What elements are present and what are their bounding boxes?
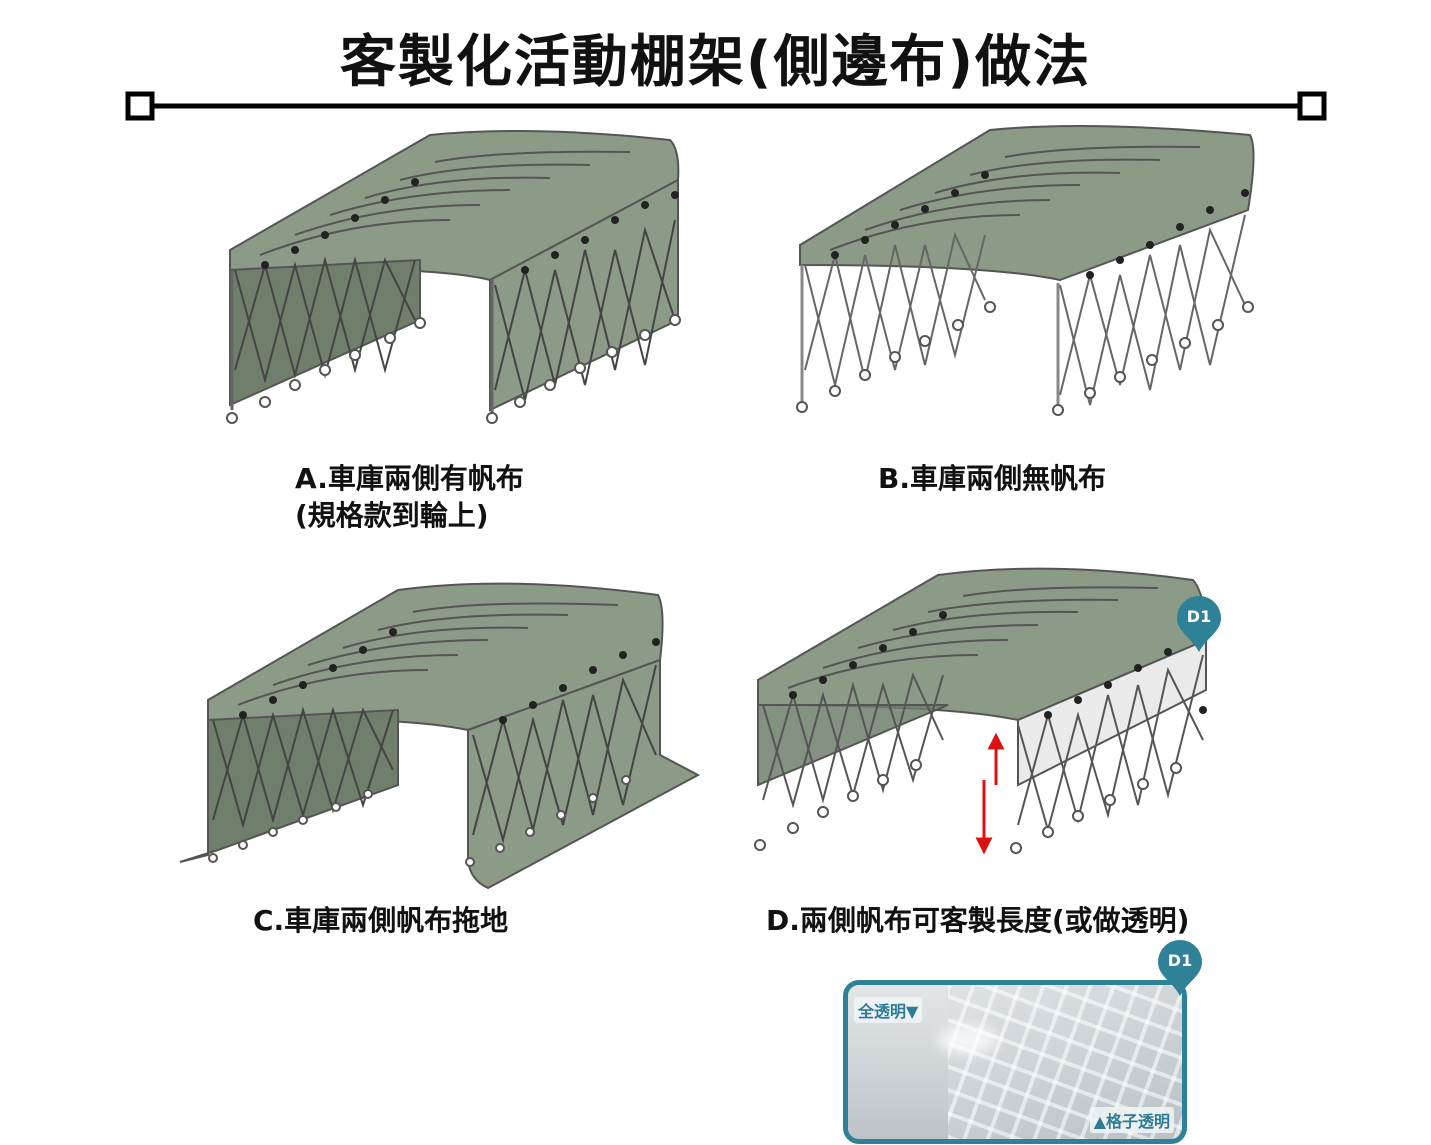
map-pin-icon — [1177, 596, 1221, 652]
page-title: 客製化活動棚架(側邊布)做法 — [339, 30, 1092, 95]
caption-d: D.兩側帆布可客製長度(或做透明) — [766, 904, 1190, 937]
shelter-diagram-d — [754, 567, 1208, 855]
caption-c: C.車庫兩側帆布拖地 — [253, 904, 509, 937]
inset-marker-d1: D1 — [1155, 938, 1205, 998]
shelter-diagram-c — [179, 582, 701, 890]
caption-a-line1: A.車庫兩側有帆布 — [295, 462, 524, 495]
map-pin-icon — [1158, 940, 1202, 996]
label-grid-transparent: ▲格子透明 — [1089, 1107, 1174, 1133]
label-fully-transparent: 全透明▼ — [854, 997, 923, 1023]
material-inset-photo: 全透明▼ ▲格子透明 — [843, 980, 1187, 1144]
caption-a-line2: (規格款到輪上) — [295, 499, 489, 532]
inset-marker-label: D1 — [1167, 951, 1193, 970]
light-reflection — [938, 1025, 998, 1055]
title-divider — [125, 91, 1327, 121]
callout-marker-d1: D1 — [1174, 594, 1224, 654]
length-arrows — [975, 732, 1005, 855]
caption-b: B.車庫兩側無帆布 — [878, 462, 1106, 495]
shelter-diagram-a — [226, 130, 681, 424]
callout-marker-label: D1 — [1186, 607, 1212, 626]
shelter-diagram-b — [796, 125, 1255, 416]
caption-a: A.車庫兩側有帆布 (規格款到輪上) — [295, 460, 524, 534]
